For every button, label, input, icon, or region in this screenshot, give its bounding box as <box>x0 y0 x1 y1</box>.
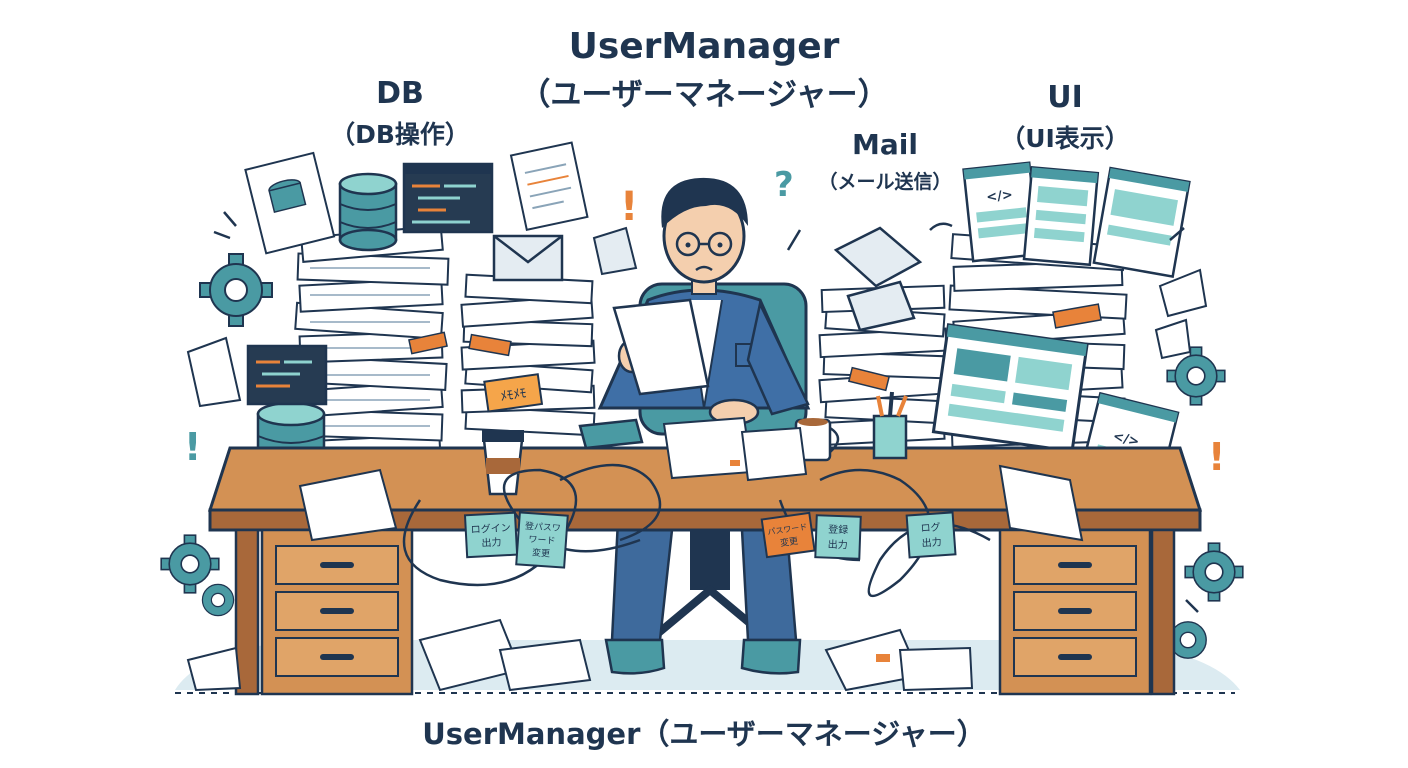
main-title-jp: （ユーザーマネージャー） <box>519 77 889 113</box>
code-window <box>246 344 328 406</box>
gear-icon <box>160 534 220 594</box>
mail-label: Mail （メール送信） <box>800 128 970 194</box>
ui-label-jp: （UI表示） <box>1000 124 1130 153</box>
handwritten-note-text: ﾒﾓﾒﾓ <box>500 386 528 404</box>
main-title-label: UserManager （ユーザーマネージャー） <box>454 26 954 114</box>
code-icon: </> <box>986 188 1014 206</box>
code-icon: </> <box>1111 429 1140 450</box>
gear-icon <box>1169 621 1207 659</box>
db-label-jp: （DB操作） <box>330 120 470 149</box>
gear-icon <box>1166 346 1226 406</box>
ui-window <box>1092 166 1191 278</box>
sticky-note-password-change: パスワード 変更 <box>760 511 816 559</box>
orange-tab <box>1052 303 1102 329</box>
desk <box>207 446 1203 696</box>
floor-papers <box>186 618 974 692</box>
svg-text:登パスワ: 登パスワ <box>525 521 562 534</box>
gear-icon <box>1184 542 1244 602</box>
svg-text:ログ: ログ <box>920 520 941 534</box>
mug <box>794 418 840 462</box>
gear-icon <box>201 583 235 617</box>
db-document <box>244 151 336 255</box>
mail-paper-stack <box>460 273 596 437</box>
envelope-icon <box>492 234 564 282</box>
ui-window <box>1022 166 1100 267</box>
sticky-note-log: ログ 出力 <box>905 511 957 559</box>
svg-text:登録: 登録 <box>828 523 848 537</box>
sticky-note-password-register: 登パスワ ワード 変更 <box>515 511 569 569</box>
ui-label-en: UI <box>1047 80 1083 115</box>
orange-tab <box>468 333 512 357</box>
svg-text:出力: 出力 <box>921 535 942 549</box>
svg-text:変更: 変更 <box>779 535 799 549</box>
flying-paper <box>592 226 638 276</box>
orange-tab <box>408 331 448 355</box>
held-document <box>612 298 710 396</box>
mail-label-en: Mail <box>852 128 918 161</box>
orange-tab <box>847 366 891 392</box>
orange-mark <box>876 654 890 662</box>
svg-text:ワード: ワード <box>528 535 556 547</box>
ui-label: UI （UI表示） <box>975 80 1155 155</box>
exclamation-icon: ! <box>620 184 638 230</box>
floating-paper <box>509 141 589 231</box>
main-title-en: UserManager <box>568 26 840 67</box>
svg-text:出力: 出力 <box>828 538 848 552</box>
flying-paper <box>186 268 1208 408</box>
svg-text:ログイン: ログイン <box>470 521 511 536</box>
book <box>578 418 644 450</box>
code-window <box>402 162 494 234</box>
database-icon <box>338 172 398 252</box>
pen-holder <box>872 391 908 460</box>
ui-window: </> <box>962 161 1041 263</box>
orange-mark <box>730 460 740 466</box>
exclamation-icon: ! <box>1208 435 1225 479</box>
db-label-en: DB <box>376 76 424 111</box>
sticky-note-login: ログイン 出力 <box>463 511 519 559</box>
exclamation-icon: ! <box>184 425 201 469</box>
mail-label-jp: （メール送信） <box>818 171 952 193</box>
handwritten-note: ﾒﾓﾒﾓ <box>483 373 544 413</box>
db-label: DB （DB操作） <box>300 76 500 151</box>
svg-text:出力: 出力 <box>481 535 502 549</box>
svg-text:変更: 変更 <box>532 546 551 559</box>
ui-window-large <box>931 323 1089 453</box>
stress-marks <box>213 211 1199 613</box>
sticky-note-register: 登録 出力 <box>814 514 862 560</box>
envelope-icon <box>833 226 923 332</box>
question-mark-icon: ? <box>774 165 794 205</box>
coffee-cup <box>482 430 524 496</box>
caption: UserManager（ユーザーマネージャー） <box>422 717 986 751</box>
gear-icon <box>199 253 273 327</box>
